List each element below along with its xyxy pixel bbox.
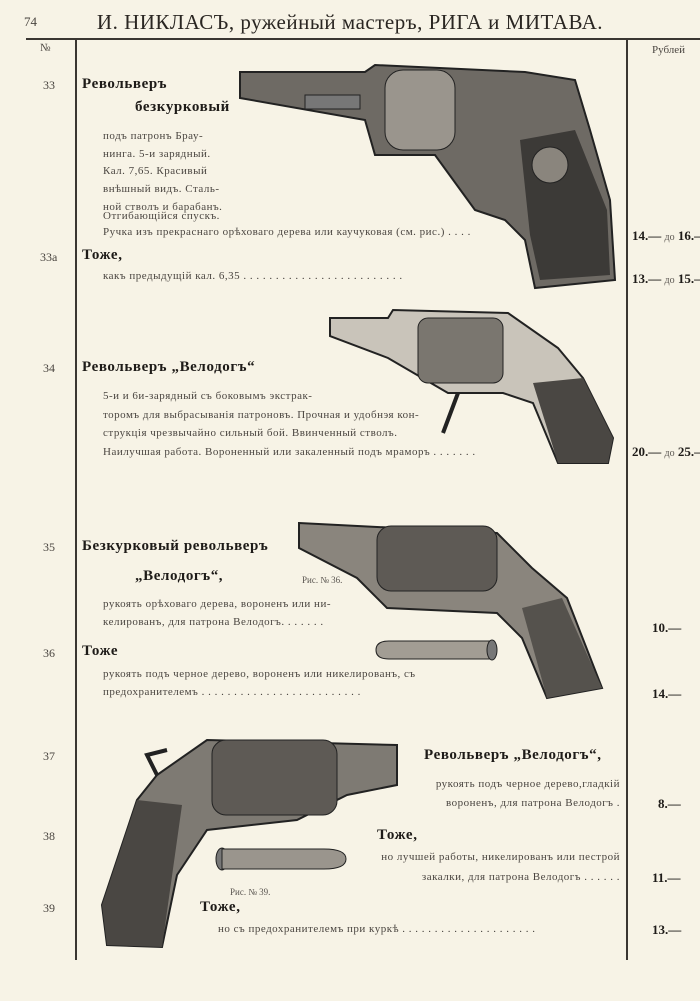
item-title: Безкурковый револьверъ bbox=[82, 538, 269, 554]
item-number: 37 bbox=[43, 749, 55, 763]
item-number: 33 bbox=[43, 78, 55, 92]
item-title: Револьверъ bbox=[82, 76, 168, 92]
item-desc-line: Наилучшая работа. Вороненный или закален… bbox=[103, 446, 476, 458]
item-desc-line: 5-и и 6и-зарядный съ боковымъ экстрак- bbox=[103, 390, 313, 402]
cartridge-36-illustration bbox=[375, 639, 498, 661]
item-title: Револьверъ „Велодогъ“ bbox=[82, 359, 256, 375]
figure-caption: Рис. № 39. bbox=[230, 887, 271, 897]
item-desc-line: струкція чрезвычайно сильный бой. Ввинче… bbox=[103, 427, 398, 439]
item-number: 33а bbox=[40, 250, 58, 264]
item-desc-line: предохранителемъ . . . . . . . . . . . .… bbox=[103, 686, 361, 698]
page-title: И. НИКЛАСЪ, ружейный мастеръ, РИГА и МИТ… bbox=[96, 10, 604, 34]
item-desc-line: рукоять подъ черное дерево,гладкій bbox=[435, 778, 620, 790]
item-price: 13.— до 15.— bbox=[632, 271, 700, 286]
item-title: Тоже bbox=[82, 643, 119, 659]
item-price: 14.— bbox=[652, 686, 682, 701]
item-title: Тоже, bbox=[377, 827, 418, 843]
item-price: 8.— bbox=[658, 796, 681, 811]
item-number: 38 bbox=[43, 829, 55, 843]
revolver-35-illustration bbox=[298, 521, 604, 700]
column-number-header: № bbox=[40, 42, 51, 54]
item-number: 35 bbox=[43, 540, 55, 554]
item-desc-line: но съ предохранителемъ при куркѣ . . . .… bbox=[218, 923, 536, 935]
item-price: 10.— bbox=[652, 620, 682, 635]
item-title: Тоже, bbox=[200, 899, 241, 915]
item-desc-line: Ручка изъ прекраснаго орѣховаго дерева и… bbox=[103, 226, 471, 238]
item-price: 20.— до 25.— bbox=[632, 444, 700, 459]
left-column-rule bbox=[75, 40, 77, 960]
item-desc-line: келированъ, для патрона Велодогъ. . . . … bbox=[103, 616, 324, 628]
item-title: Тоже, bbox=[82, 247, 123, 263]
item-desc-line: подъ патронъ Брау- bbox=[103, 130, 204, 142]
cartridge-39-illustration bbox=[215, 847, 347, 871]
item-desc-line: ной стволъ и барабанъ. bbox=[103, 201, 223, 213]
item-number: 36 bbox=[43, 646, 55, 660]
page-number: 74 bbox=[24, 14, 37, 29]
item-desc-line: какъ предыдущій кал. 6,35 . . . . . . . … bbox=[103, 270, 403, 282]
right-column-rule bbox=[626, 40, 628, 960]
item-desc-line: внѣшный видъ. Сталь- bbox=[103, 183, 220, 195]
item-desc-line: рукоять орѣховаго дерева, вороненъ или н… bbox=[103, 598, 331, 610]
item-title: Револьверъ „Велодогъ“, bbox=[424, 747, 602, 763]
item-price: 13.— bbox=[652, 922, 682, 937]
item-desc-line: но лучшей работы, никелированъ или пестр… bbox=[381, 851, 620, 863]
item-desc-line: Отгибающійся спускъ. bbox=[103, 210, 220, 222]
revolver-33-illustration bbox=[239, 63, 617, 290]
column-price-header: Рублей bbox=[652, 44, 686, 56]
revolver-37-illustration bbox=[100, 738, 398, 949]
item-desc-line: нинга. 5-и зарядный. bbox=[103, 148, 211, 160]
item-number: 34 bbox=[43, 361, 55, 375]
item-desc-line: вороненъ, для патрона Велодогъ . bbox=[446, 797, 620, 809]
item-subtitle: безкурковый bbox=[135, 99, 230, 115]
item-desc-line: Кал. 7,65. Красивый bbox=[103, 165, 208, 177]
item-desc-line: рукоять подъ черное дерево, вороненъ или… bbox=[103, 668, 416, 680]
item-price: 11.— bbox=[652, 870, 681, 885]
revolver-34-illustration bbox=[329, 308, 615, 464]
item-subtitle: „Велодогъ“, bbox=[135, 568, 224, 584]
item-price: 14.— до 16.— bbox=[632, 228, 700, 243]
header-rule bbox=[26, 38, 700, 40]
item-desc-line: закалки, для патрона Велодогъ . . . . . … bbox=[421, 871, 620, 883]
item-number: 39 bbox=[43, 901, 55, 915]
item-desc-line: торомъ для выбрасыванія патроновъ. Прочн… bbox=[103, 409, 420, 421]
figure-caption: Рис. № 36. bbox=[302, 575, 343, 585]
